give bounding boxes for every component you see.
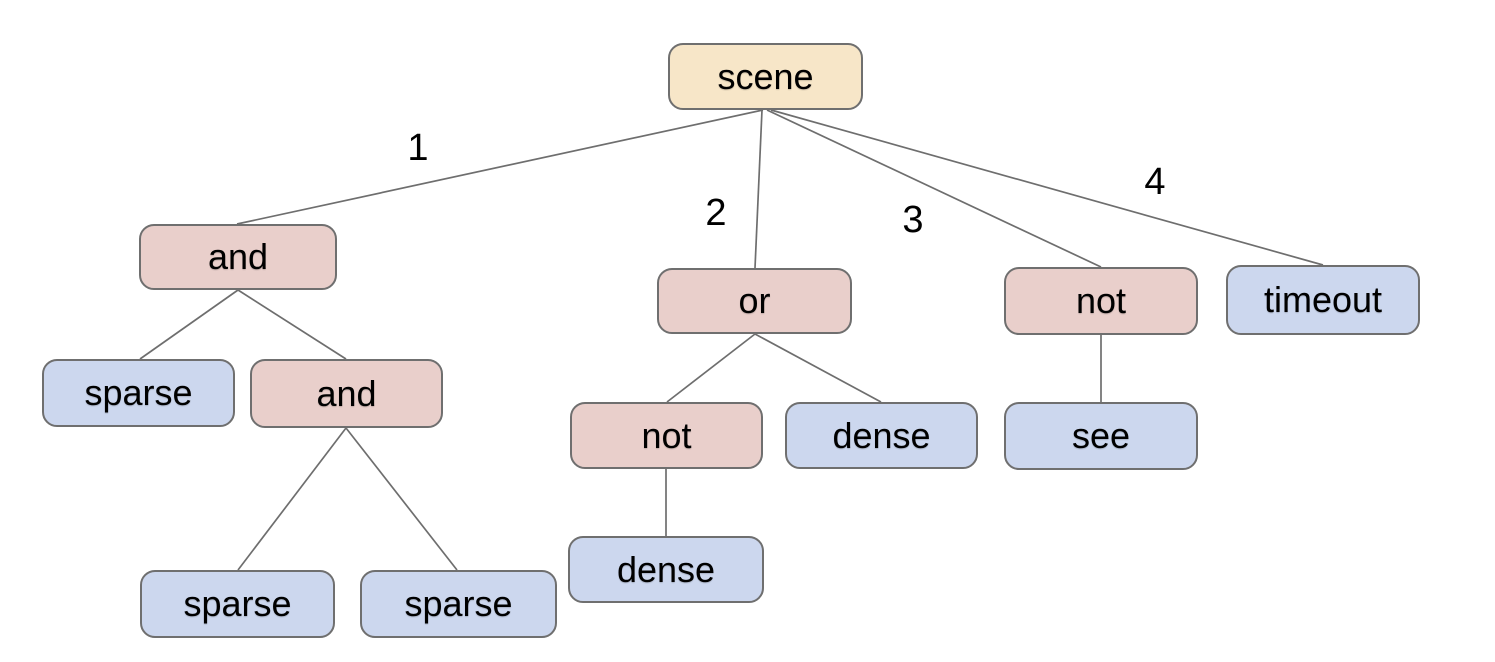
edge-and1-sparse1 [139, 289, 239, 360]
node-timeout: timeout [1226, 265, 1420, 335]
edge-label-4: 4 [1144, 161, 1166, 203]
edge-or1-dense1 [754, 333, 882, 403]
node-dense1: dense [785, 402, 978, 469]
edge-and2-sparse2 [237, 427, 347, 571]
edge-and2-sparse3 [345, 427, 458, 571]
node-sparse1: sparse [42, 359, 235, 427]
edge-label-2: 2 [705, 192, 727, 234]
node-dense2: dense [568, 536, 764, 603]
edge-scene-timeout [770, 109, 1324, 266]
node-not2: not [570, 402, 763, 469]
node-or1: or [657, 268, 852, 334]
edge-label-1: 1 [407, 127, 429, 169]
edge-scene-or1 [754, 109, 763, 269]
edge-scene-not1 [766, 109, 1102, 268]
edge-and1-and2 [237, 289, 347, 360]
node-not1: not [1004, 267, 1198, 335]
node-and2: and [250, 359, 443, 428]
edge-label-3: 3 [902, 199, 924, 241]
node-sparse2: sparse [140, 570, 335, 638]
node-and1: and [139, 224, 337, 290]
node-sparse3: sparse [360, 570, 557, 638]
edge-or1-not2 [666, 333, 756, 403]
edge-scene-and1 [236, 109, 764, 225]
node-see: see [1004, 402, 1198, 470]
node-scene: scene [668, 43, 863, 110]
